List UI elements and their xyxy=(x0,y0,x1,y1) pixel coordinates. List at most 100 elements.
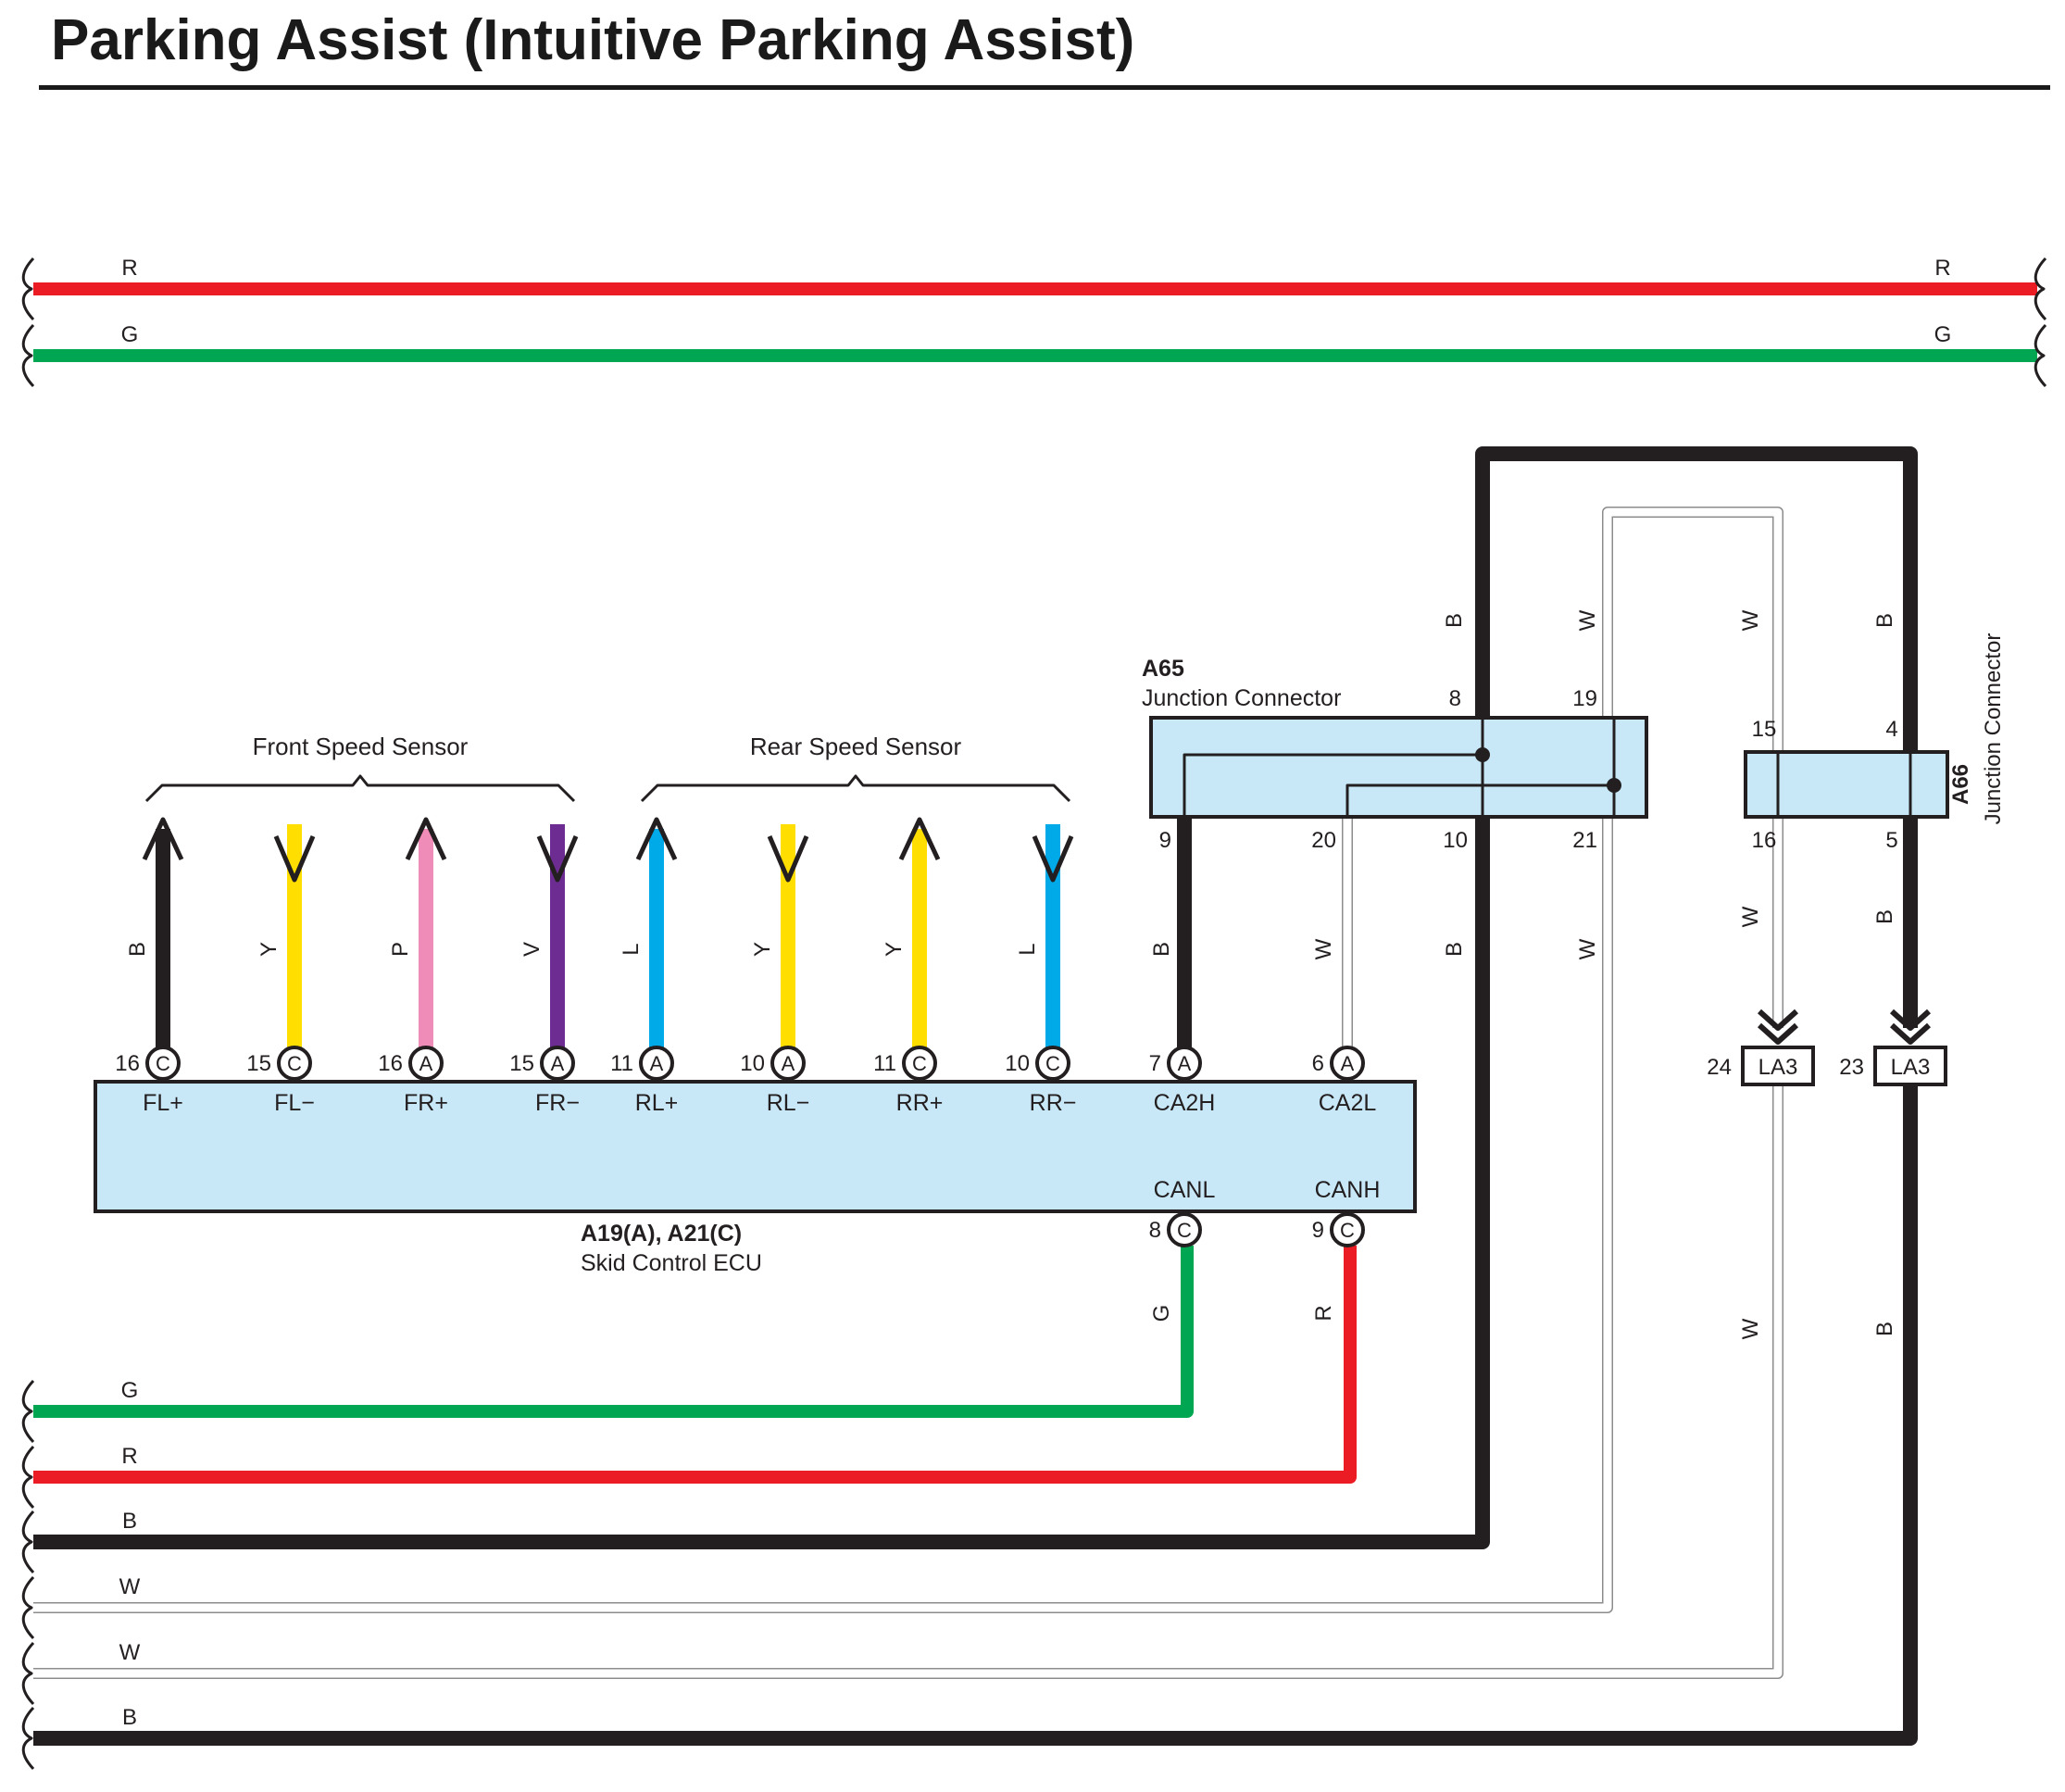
ecu-bottom-pin-number: 9 xyxy=(1312,1218,1324,1243)
wire-a65-a66-ground-loop xyxy=(33,446,1918,1549)
ecu-pin-number: 16 xyxy=(115,1051,140,1076)
sensor-wire-color-label: L xyxy=(619,943,644,955)
rear-speed-sensor-label: Rear Speed Sensor xyxy=(750,733,962,760)
vertical-wire-label: W xyxy=(1738,906,1763,927)
a65-desc: Junction Connector xyxy=(1142,685,1341,711)
a66-body xyxy=(1744,750,1949,819)
ecu-pin-conn: C xyxy=(156,1052,170,1075)
ecu-pin-circle xyxy=(770,1046,806,1081)
ecu-pin-label: RR+ xyxy=(896,1090,944,1116)
vertical-wire-label: B xyxy=(1872,1322,1897,1336)
la3-box-label: LA3 xyxy=(1758,1055,1798,1080)
bottom-bus-break xyxy=(21,1575,35,1640)
ecu-pin-conn: A xyxy=(782,1052,795,1075)
ecu-bottom-pin-conn: C xyxy=(1340,1219,1355,1242)
ecu-pin-label: RL− xyxy=(767,1090,810,1116)
ecu-pin-conn: A xyxy=(1178,1052,1192,1075)
ecu-pin-conn: C xyxy=(1045,1052,1060,1075)
ecu-pin-number: 15 xyxy=(509,1051,534,1076)
sensor-wire-color-label: P xyxy=(388,942,413,957)
sensor-wire-color-label: Y xyxy=(257,942,282,957)
a65-internal-trace-1 xyxy=(1183,753,1483,817)
ecu-pin-number: 11 xyxy=(610,1051,633,1076)
bottom-bus-break xyxy=(21,1706,35,1771)
vertical-wire-label: W xyxy=(1738,1318,1763,1339)
ecu-pin-conn: A xyxy=(419,1052,433,1075)
bottom-bus-break xyxy=(21,1445,35,1510)
ecu-bottom-pin-number: 8 xyxy=(1149,1218,1161,1243)
ecu-bottom-pin-circle xyxy=(1167,1212,1202,1247)
ecu-pin-label: FL+ xyxy=(143,1090,183,1116)
ecu-pin-number: 15 xyxy=(246,1051,271,1076)
la3-box xyxy=(1741,1046,1815,1086)
ecu-pin-circle xyxy=(540,1046,575,1081)
ecu-pin-label: RR− xyxy=(1030,1090,1077,1116)
ecu-desc: Skid Control ECU xyxy=(581,1250,762,1276)
ecu-pin-conn: C xyxy=(912,1052,927,1075)
wire-canh xyxy=(33,1246,1357,1484)
a65-body xyxy=(1149,716,1648,819)
a65-name: A65 xyxy=(1142,656,1184,682)
wire-la3-signal xyxy=(33,1074,1783,1678)
wire-la3-ground xyxy=(33,1074,1918,1746)
ecu-pin-number: 10 xyxy=(1005,1051,1030,1076)
arrow-down-icon xyxy=(1032,835,1074,883)
vertical-wire-label: B xyxy=(1149,942,1174,957)
ecu-pin-circle xyxy=(639,1046,674,1081)
la3-box-label: LA3 xyxy=(1891,1055,1931,1080)
ecu-pin-circle xyxy=(1330,1046,1365,1081)
arrow-down-icon xyxy=(536,835,579,883)
vertical-wire-label: W xyxy=(1575,938,1600,959)
top-bus-break-left xyxy=(21,257,35,321)
front-speed-sensor-label: Front Speed Sensor xyxy=(253,733,469,760)
bottom-bus-label: W xyxy=(119,1574,141,1599)
arrow-down-icon xyxy=(273,835,316,883)
arrow-up-icon xyxy=(635,817,678,861)
top-bus-break-right xyxy=(2034,323,2047,388)
wire-a65-a66-signal-loop-outer xyxy=(33,508,1783,1612)
top-bus-label-left: G xyxy=(121,322,139,347)
ecu-pin-number: 7 xyxy=(1149,1051,1161,1076)
bottom-bus-label: R xyxy=(121,1444,137,1469)
vertical-wire-label: B xyxy=(1872,613,1897,628)
sensor-wire-color-label: L xyxy=(1015,943,1040,955)
a66-desc: Junction Connector xyxy=(1981,633,2006,825)
arrow-up-icon xyxy=(898,817,941,861)
bottom-bus-break xyxy=(21,1641,35,1706)
ecu-pin-circle xyxy=(1167,1046,1202,1081)
skid-control-ecu-body xyxy=(94,1080,1417,1213)
a65-pin-top-8: 8 xyxy=(1449,686,1461,711)
la3-chevron-2 xyxy=(1889,1022,1932,1045)
ecu-pin-circle xyxy=(902,1046,937,1081)
vertical-wire-label: B xyxy=(1442,613,1467,628)
a66-pin-bottom-16: 16 xyxy=(1752,828,1777,853)
bottom-bus-label: B xyxy=(122,1705,137,1730)
bottom-bus-label: W xyxy=(119,1640,141,1665)
ecu-pin-label: FL− xyxy=(274,1090,315,1116)
arrow-up-icon xyxy=(142,817,184,861)
title-rule xyxy=(39,85,2050,90)
ecu-pin-label: CA2H xyxy=(1154,1090,1216,1116)
la3-chevron-1 xyxy=(1757,1009,1799,1031)
top-bus-break-left xyxy=(21,323,35,388)
ecu-bottom-pin-label: CANL xyxy=(1154,1177,1216,1203)
bottom-bus-label: B xyxy=(122,1509,137,1534)
a66-name: A66 xyxy=(1948,764,1973,805)
arrow-down-icon xyxy=(767,835,809,883)
top-bus-label-left: R xyxy=(121,256,137,281)
a66-pin-top-4: 4 xyxy=(1885,717,1897,742)
la3-pin-number: 24 xyxy=(1707,1055,1732,1080)
ecu-pin-conn: A xyxy=(650,1052,664,1075)
sensor-wire-color-label: V xyxy=(519,942,544,957)
a65-pin-bottom-9: 9 xyxy=(1159,828,1171,853)
bottom-bus-break xyxy=(21,1510,35,1574)
top-bus-break-right xyxy=(2034,257,2047,321)
ecu-pin-label: FR− xyxy=(535,1090,580,1116)
ecu-pin-conn: A xyxy=(1341,1052,1355,1075)
ecu-pin-number: 6 xyxy=(1312,1051,1324,1076)
sensor-wire-color-label: B xyxy=(125,942,150,957)
a65-splice-dot-1 xyxy=(1475,747,1490,762)
arrow-up-icon xyxy=(405,817,447,861)
vertical-wire-label: W xyxy=(1575,609,1600,631)
